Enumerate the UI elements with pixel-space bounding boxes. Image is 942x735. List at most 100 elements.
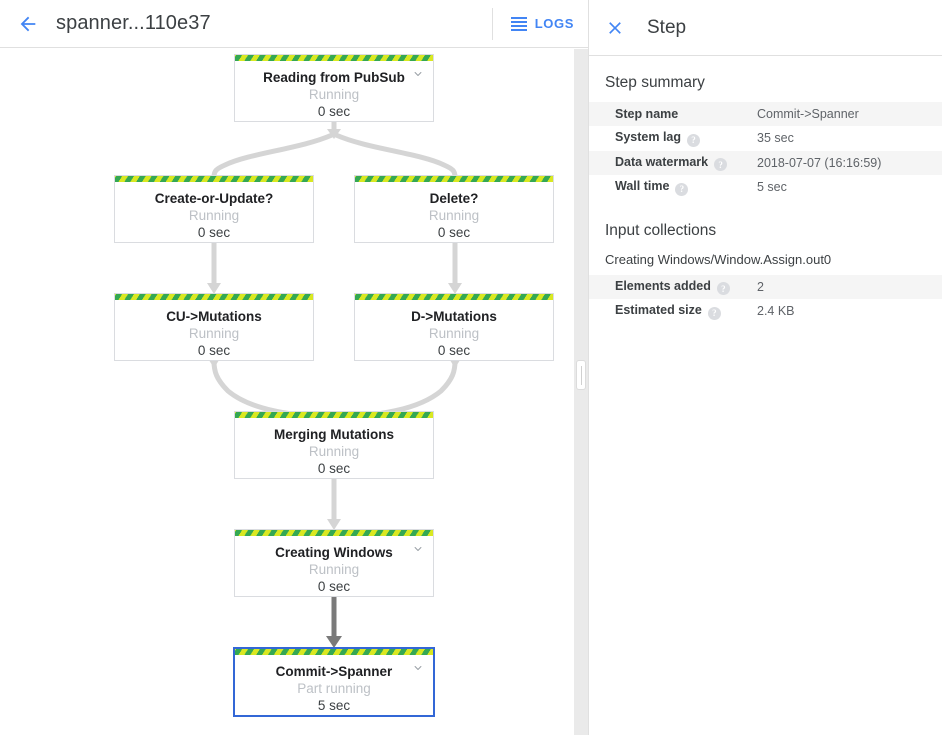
drag-handle-icon[interactable] xyxy=(576,360,586,390)
node-time: 0 sec xyxy=(197,225,231,240)
row-value: 2.4 KB xyxy=(757,304,795,319)
node-title: Create-or-Update? xyxy=(154,191,274,206)
job-graph-pane: spanner...110e37 LOGS xyxy=(0,0,589,735)
node-status: Running xyxy=(188,326,240,341)
pane-splitter[interactable] xyxy=(574,49,588,735)
node-status: Running xyxy=(428,208,480,223)
row-key: System lag? xyxy=(589,126,757,151)
chevron-down-icon[interactable] xyxy=(411,542,425,556)
node-time: 0 sec xyxy=(317,579,351,594)
node-status-bar xyxy=(235,530,433,536)
step-details-pane: Step Step summary Step name Commit->Spann… xyxy=(589,0,942,735)
page-title: spanner...110e37 xyxy=(56,12,211,34)
help-icon[interactable]: ? xyxy=(687,133,701,147)
arrow-left-icon[interactable] xyxy=(4,0,52,48)
graph-node-create-or-update[interactable]: Create-or-Update? Running 0 sec xyxy=(114,175,314,243)
graph-edges xyxy=(207,122,462,648)
row-key: Elements added? xyxy=(589,275,757,300)
node-title: Reading from PubSub xyxy=(263,70,405,85)
logs-button[interactable]: LOGS xyxy=(505,10,588,37)
row-key: Estimated size? xyxy=(589,299,757,324)
step-panel-header: Step xyxy=(589,0,942,56)
node-title: CU->Mutations xyxy=(166,309,262,324)
input-collections-heading: Input collections xyxy=(605,221,717,239)
graph-node-delete[interactable]: Delete? Running 0 sec xyxy=(354,175,554,243)
node-time: 0 sec xyxy=(437,225,471,240)
node-time: 0 sec xyxy=(317,104,351,119)
node-title: D->Mutations xyxy=(411,309,497,324)
help-icon[interactable]: ? xyxy=(707,306,721,320)
node-status: Part running xyxy=(297,681,371,696)
node-status-bar xyxy=(355,294,553,300)
row-key-label: Elements added xyxy=(615,278,711,293)
help-icon[interactable]: ? xyxy=(675,182,689,196)
node-status: Running xyxy=(188,208,240,223)
logs-icon xyxy=(510,16,527,31)
table-row: Estimated size?2.4 KB xyxy=(589,299,942,324)
node-status: Running xyxy=(308,444,360,459)
row-value: 5 sec xyxy=(757,180,787,195)
node-status-bar xyxy=(355,176,553,182)
chevron-down-icon[interactable] xyxy=(411,67,425,81)
logs-button-label: LOGS xyxy=(534,16,574,31)
row-key-label: Wall time xyxy=(615,179,670,193)
row-value: Commit->Spanner xyxy=(757,107,859,121)
table-row: Wall time?5 sec xyxy=(589,175,942,200)
node-status-bar xyxy=(235,649,433,655)
header-divider xyxy=(491,7,493,40)
table-row: Step name Commit->Spanner xyxy=(589,102,942,126)
table-row: System lag?35 sec xyxy=(589,126,942,151)
step-panel-title: Step xyxy=(647,16,687,38)
node-body: Delete? Running 0 sec xyxy=(355,182,553,249)
node-body: Create-or-Update? Running 0 sec xyxy=(115,182,313,249)
table-row: Data watermark?2018-07-07 (16:16:59) xyxy=(589,150,942,175)
help-icon[interactable]: ? xyxy=(716,282,730,295)
node-status-bar xyxy=(115,294,313,300)
node-title: Commit->Spanner xyxy=(275,664,393,679)
input-collection-name: Creating Windows/Window.Assign.out0 xyxy=(605,251,832,267)
node-status-bar xyxy=(235,55,433,61)
row-key-label: Estimated size xyxy=(615,303,702,317)
row-value: 2018-07-07 (16:16:59) xyxy=(757,155,882,170)
row-value: 35 sec xyxy=(757,131,794,146)
row-key: Wall time? xyxy=(589,175,757,200)
help-icon[interactable]: ? xyxy=(714,158,728,171)
job-header: spanner...110e37 LOGS xyxy=(0,0,588,48)
row-value: 2 xyxy=(757,279,764,294)
node-status-bar xyxy=(235,412,433,418)
section-spacer xyxy=(589,200,942,222)
row-key-label: Step name xyxy=(615,107,679,121)
row-key-label: System lag xyxy=(615,130,682,144)
node-time: 0 sec xyxy=(317,461,351,476)
node-time: 0 sec xyxy=(437,343,471,358)
node-status: Running xyxy=(308,87,360,102)
close-icon[interactable] xyxy=(595,8,635,48)
node-title: Creating Windows xyxy=(275,545,393,560)
table-row: Elements added?2 xyxy=(589,274,942,300)
node-title: Merging Mutations xyxy=(274,427,394,442)
node-status: Running xyxy=(428,326,480,341)
row-key: Step name xyxy=(589,102,757,126)
node-time: 5 sec xyxy=(317,698,351,713)
node-status: Running xyxy=(308,562,360,577)
node-title: Delete? xyxy=(429,191,479,206)
step-summary-heading: Step summary xyxy=(605,74,705,91)
chevron-down-icon[interactable] xyxy=(411,661,425,675)
